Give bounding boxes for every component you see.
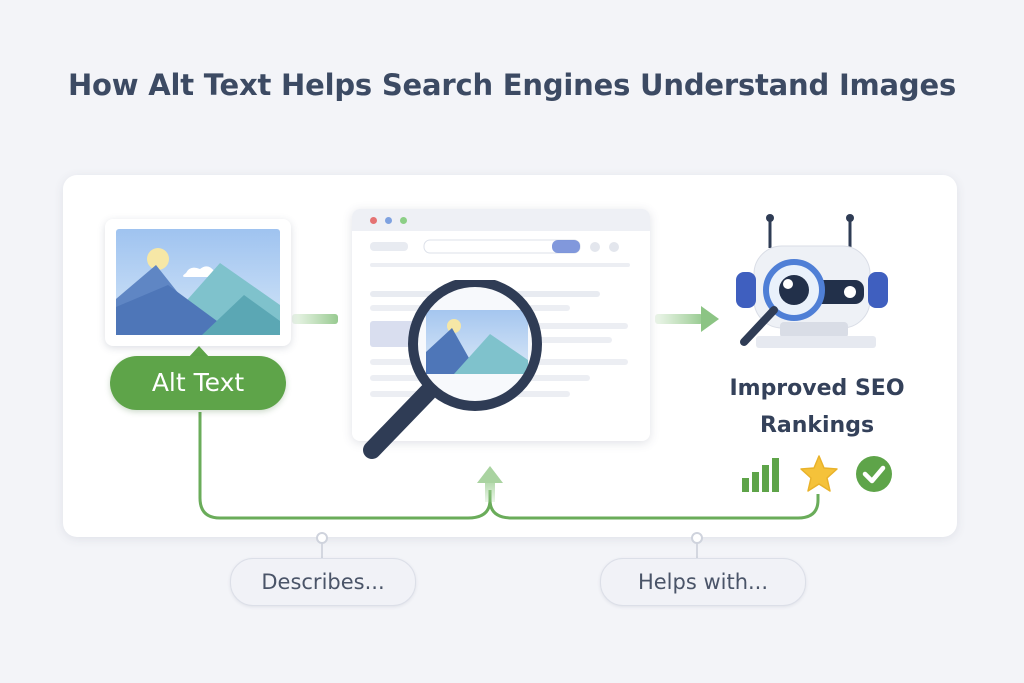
close-dot	[370, 217, 377, 224]
maximize-dot	[400, 217, 407, 224]
minimize-dot	[385, 217, 392, 224]
signal-bars-icon	[742, 458, 779, 492]
connector-node-left	[316, 532, 328, 544]
magnifier-icon	[363, 280, 542, 459]
seo-result-line1: Improved SEO	[729, 376, 905, 401]
landscape-image-icon	[116, 229, 280, 335]
helps-with-pill: Helps with...	[600, 558, 806, 606]
star-icon	[800, 455, 838, 492]
check-circle-icon	[856, 456, 892, 492]
seo-result-label: Improved SEO Rankings	[712, 370, 922, 444]
robot-crawler-icon	[736, 214, 888, 348]
seo-result-line2: Rankings	[759, 413, 875, 438]
up-arrow-shaft	[485, 478, 495, 502]
helps-loop-line	[488, 494, 820, 520]
describes-loop-line	[198, 412, 492, 520]
arrow-browser-to-robot-head	[701, 306, 719, 332]
connector-node-right	[691, 532, 703, 544]
describes-pill: Describes...	[230, 558, 416, 606]
landscape-image-card	[105, 219, 291, 346]
badge-pointer	[188, 346, 210, 358]
diagram-title: How Alt Text Helps Search Engines Unders…	[67, 68, 957, 102]
up-arrow-head	[477, 466, 503, 483]
browser-title-bar	[352, 209, 650, 231]
alt-text-badge: Alt Text	[110, 356, 286, 410]
arrow-image-to-browser	[292, 314, 338, 324]
arrow-browser-to-robot-shaft	[655, 314, 703, 324]
